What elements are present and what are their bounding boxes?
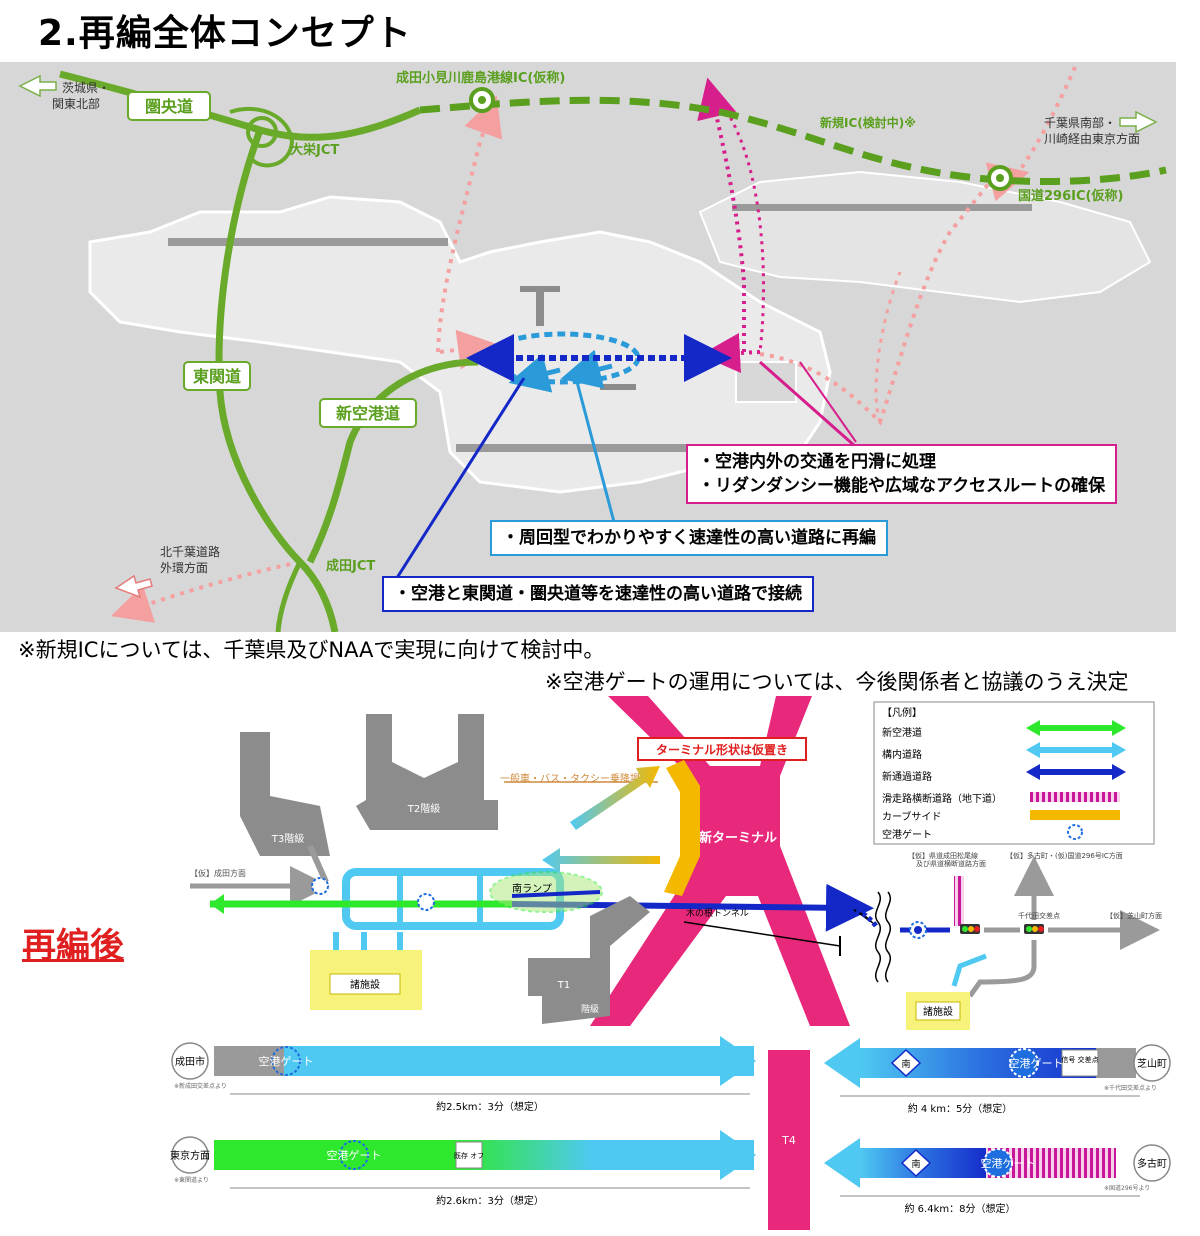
label-chiba-south-2: 川崎経由東京方面 bbox=[1044, 131, 1140, 146]
label-t1-sub: 階級 bbox=[581, 1003, 599, 1015]
legend: 【凡例】 新空港道 構内道路 新通過道路 滑走路横断道路（地下道） カーブサイド… bbox=[873, 701, 1155, 845]
route3-south: 南 bbox=[901, 1058, 910, 1070]
callout-light-blue: ・周回型でわかりやすく速達性の高い道路に再編 bbox=[490, 520, 888, 556]
route1-origin: 成田市 bbox=[175, 1055, 205, 1068]
route2-origin-note: ※東関道より bbox=[174, 1176, 209, 1184]
callout-pink-line1: ・空港内外の交通を円滑に処理 bbox=[698, 452, 936, 472]
legend-item-4: カーブサイド bbox=[882, 810, 941, 823]
arrow-chiba-south-icon bbox=[1119, 110, 1158, 134]
label-drop-off: 一般車・バス・タクシー乗降場 bbox=[500, 772, 640, 785]
label-t2: T2階級 bbox=[407, 802, 440, 815]
route4-south: 南 bbox=[911, 1158, 920, 1170]
route4-distance: 約 6.4km：8分（想定） bbox=[905, 1202, 1016, 1215]
label-right-l3: 【仮】県道成田松尾線 bbox=[908, 851, 978, 860]
curbside bbox=[664, 760, 700, 896]
label-right-l4: 及び県道横断道路方面 bbox=[916, 859, 986, 868]
route4-origin-note: ※国道296号より bbox=[1104, 1184, 1150, 1192]
route4-gate: 空港ゲート bbox=[981, 1156, 1036, 1170]
legend-item-0: 新空港道 bbox=[882, 726, 922, 739]
label-right-l2: 【仮】多古町・(仮)国道296号IC方面 bbox=[1006, 851, 1123, 860]
note-gate: ※空港ゲートの運用については、今後関係者と協議のうえ決定 bbox=[545, 670, 1129, 694]
label-right-l1: 【仮】芝山町方面 bbox=[1106, 911, 1162, 920]
route2-origin: 東京方面 bbox=[170, 1149, 210, 1162]
label-t1: T1 bbox=[557, 980, 570, 991]
legend-heading: 【凡例】 bbox=[882, 706, 922, 719]
label-narita-jct: 成田JCT bbox=[326, 558, 375, 574]
route3-gate: 空港ゲート bbox=[1009, 1056, 1064, 1070]
label-ken-o-do: 圏央道 bbox=[145, 97, 193, 116]
route4-origin: 多古町 bbox=[1137, 1157, 1167, 1170]
arrow-kita-chiba-icon bbox=[114, 574, 153, 599]
label-taiei-jct: 大栄JCT bbox=[290, 142, 339, 158]
label-narita-komi-ic: 成田小見川鹿島港線IC(仮称) bbox=[396, 70, 565, 86]
label-kita-chiba-2: 外環方面 bbox=[160, 560, 208, 575]
route1-origin-note: ※新成田交差点より bbox=[174, 1082, 227, 1090]
callout-pink-line2: ・リダンダンシー機能や広域なアクセスルートの確保 bbox=[698, 476, 1106, 496]
label-higashi-kanto: 東関道 bbox=[193, 367, 241, 386]
route3-origin-note: ※千代田交差点より bbox=[1104, 1084, 1157, 1092]
legend-item-5: 空港ゲート bbox=[882, 828, 932, 841]
label-right-l5: 千代田交差点 bbox=[1018, 911, 1060, 920]
label-route296-ic: 国道296IC(仮称) bbox=[1018, 188, 1123, 204]
legend-item-1: 構内道路 bbox=[882, 748, 922, 761]
label-facilities-right: 諸施設 bbox=[923, 1005, 953, 1018]
route3-signal: 信号 交差点 bbox=[1061, 1055, 1098, 1064]
layout-canvas: 新ターミナル ターミナル形状は仮置き 一般車・バス・タクシー乗降場 T3階級 T… bbox=[170, 696, 1171, 1230]
route3-distance: 約 4 km：5分（想定） bbox=[908, 1102, 1013, 1115]
label-shin-kuko: 新空港道 bbox=[336, 404, 400, 423]
label-ibaraki-1: 茨城県・ bbox=[62, 81, 110, 95]
label-new-terminal: 新ターミナル bbox=[699, 830, 777, 846]
label-ibaraki-2: 関東北部 bbox=[52, 96, 100, 111]
label-chiba-south-1: 千葉県南部・ bbox=[1044, 115, 1116, 130]
map-canvas: 圏央道 東関道 新空港道 大栄JCT 成田JCT 成田小見川鹿島港線IC(仮称)… bbox=[0, 62, 1176, 633]
arrow-ibaraki-icon bbox=[18, 74, 57, 98]
legend-item-2: 新通過道路 bbox=[882, 770, 932, 783]
route3-origin: 芝山町 bbox=[1137, 1057, 1167, 1070]
label-narita-direction: 【仮】成田方面 bbox=[190, 868, 246, 878]
after-label: 再編後 bbox=[22, 926, 124, 966]
route1-distance: 約2.5km：3分（想定） bbox=[436, 1100, 544, 1113]
new-terminal-shape bbox=[590, 696, 850, 1026]
route2-gate: 空港ゲート bbox=[327, 1148, 382, 1162]
page-title: 2.再編全体コンセプト bbox=[38, 13, 412, 54]
legend-item-3: 滑走路横断道路（地下道） bbox=[882, 792, 1002, 805]
callout-blue: ・空港と東関道・圏央道等を速達性の高い道路で接続 bbox=[382, 576, 814, 612]
label-t3: T3階級 bbox=[271, 832, 304, 845]
route2-distance: 約2.6km：3分（想定） bbox=[436, 1194, 544, 1207]
callout-pink: ・空港内外の交通を円滑に処理 ・リダンダンシー機能や広域なアクセスルートの確保 bbox=[686, 444, 1118, 504]
reorganized-layout-diagram: 新ターミナル ターミナル形状は仮置き 一般車・バス・タクシー乗降場 T3階級 T… bbox=[160, 696, 1200, 1232]
label-t4: T4 bbox=[781, 1134, 796, 1147]
route2-mid: 既存 オフ bbox=[454, 1151, 484, 1160]
route1-gate: 空港ゲート bbox=[259, 1054, 314, 1068]
label-kita-chiba-1: 北千葉道路 bbox=[160, 544, 220, 559]
label-kinone-tunnel: 木の根トンネル bbox=[686, 907, 749, 919]
road-network-map: 圏央道 東関道 新空港道 大栄JCT 成田JCT 成田小見川鹿島港線IC(仮称)… bbox=[0, 62, 1176, 633]
label-facilities-left: 諸施設 bbox=[350, 978, 380, 991]
label-terminal-note: ターミナル形状は仮置き bbox=[656, 742, 788, 757]
label-new-ic: 新規IC(検討中)※ bbox=[820, 115, 916, 130]
label-south-ramp: 南ランプ bbox=[512, 882, 552, 895]
note-new-ic: ※新規ICについては、千葉県及びNAAで実現に向けて検討中。 bbox=[18, 638, 605, 662]
